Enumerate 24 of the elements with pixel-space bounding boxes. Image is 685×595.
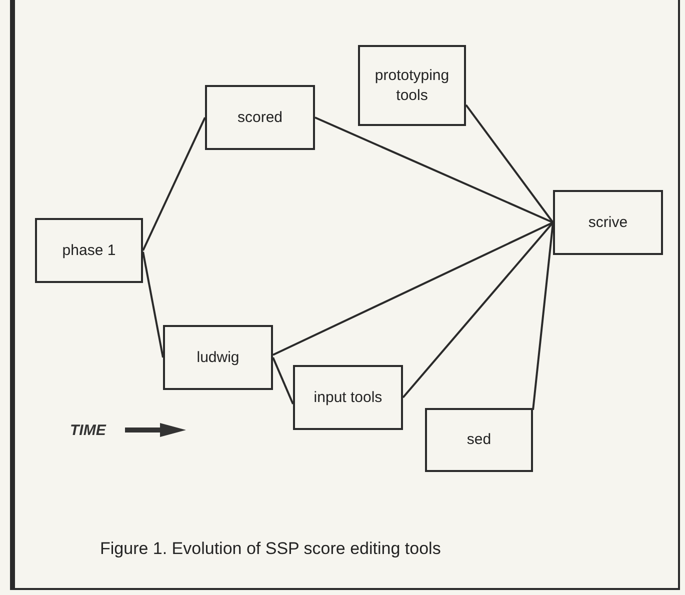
tool-box: [35, 218, 143, 283]
tool-box: [425, 408, 533, 472]
connector-line: [532, 222, 554, 410]
tool-box: [358, 45, 466, 126]
box-label: sed: [466, 430, 492, 450]
connector-line: [142, 117, 206, 251]
connector-line: [314, 116, 554, 224]
box-label: ludwig: [196, 348, 240, 368]
tool-box: [553, 190, 663, 255]
figure-caption: Figure 1. Evolution of SSP score editing tools: [100, 538, 441, 560]
connector-line: [272, 222, 554, 356]
box-label: prototyping tools: [374, 66, 450, 105]
connector-line: [402, 222, 554, 398]
box-label: input tools: [314, 388, 382, 408]
tool-box: [163, 325, 273, 390]
axis-label: TIME: [70, 421, 106, 441]
connector-line: [465, 104, 554, 224]
box-label: scrive: [588, 212, 628, 232]
connector-line: [142, 252, 164, 358]
tool-box: [205, 85, 315, 150]
box-label: scored: [237, 108, 283, 128]
box-label: phase 1: [62, 240, 116, 260]
tool-box: [293, 365, 403, 430]
connector-line: [272, 357, 294, 404]
